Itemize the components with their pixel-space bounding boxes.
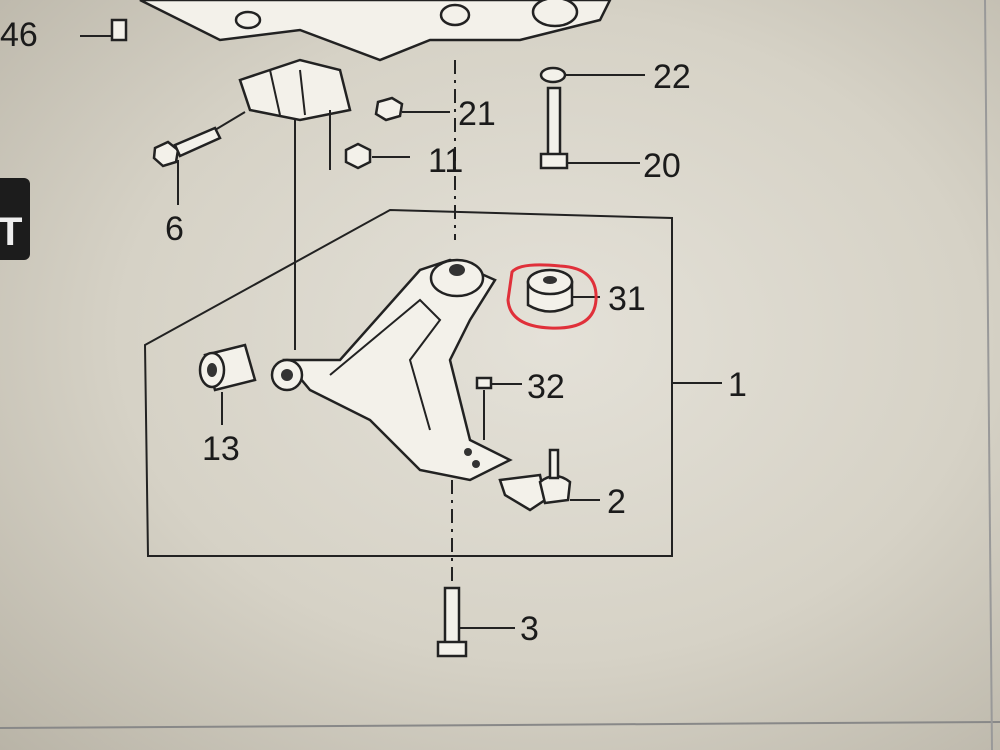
bushing-31 xyxy=(506,263,600,330)
nut-11 xyxy=(329,110,410,170)
callout-31: 31 xyxy=(608,280,646,318)
bolt-3 xyxy=(436,480,515,658)
callout-46: 46 xyxy=(0,16,38,54)
section-badge: T xyxy=(0,178,30,260)
badge-label: T xyxy=(0,210,22,254)
callout-20: 20 xyxy=(643,147,681,185)
callout-21: 21 xyxy=(458,95,496,133)
callout-6: 6 xyxy=(165,210,184,248)
callout-11: 11 xyxy=(428,142,463,180)
callout-3: 3 xyxy=(520,610,539,648)
subframe xyxy=(139,0,612,122)
bolt-32 xyxy=(475,376,522,440)
assembly-frame xyxy=(143,208,673,557)
callout-2: 2 xyxy=(607,483,626,521)
nut-21 xyxy=(374,60,456,240)
callout-1: 1 xyxy=(728,366,747,404)
callout-13: 13 xyxy=(202,430,240,468)
washer-22 xyxy=(539,66,645,84)
lower-control-arm xyxy=(270,258,513,482)
bolt-46 xyxy=(80,18,128,42)
bolt-20 xyxy=(539,86,640,170)
callout-32: 32 xyxy=(527,368,565,406)
bushing-13 xyxy=(198,343,257,425)
ball-joint-2 xyxy=(498,448,600,512)
highlight-circle xyxy=(506,263,598,330)
bolt-6 xyxy=(152,111,246,205)
callout-22: 22 xyxy=(653,58,691,96)
